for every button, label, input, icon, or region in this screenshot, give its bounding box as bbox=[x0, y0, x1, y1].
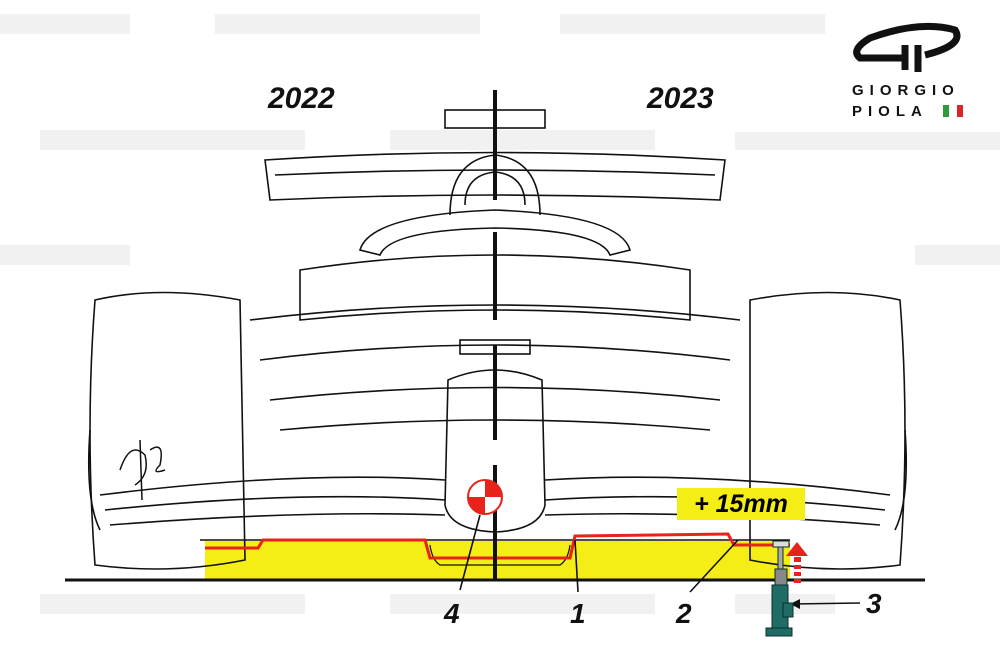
logo-text: GIORGIO PIOLA bbox=[852, 80, 960, 122]
giorgio-piola-logo bbox=[853, 22, 961, 72]
left-wheel bbox=[89, 291, 246, 570]
callout-2: 2 bbox=[676, 598, 692, 629]
jack-icon bbox=[765, 540, 794, 637]
lift-arrow-icon bbox=[786, 542, 808, 583]
callout-leaders bbox=[459, 514, 861, 605]
italian-flag-icon bbox=[943, 105, 963, 117]
floor-highlight bbox=[205, 541, 790, 579]
year-label-2022: 2022 bbox=[268, 82, 335, 115]
watermark bbox=[0, 14, 1000, 614]
callout-4: 4 bbox=[444, 598, 460, 629]
height-change-badge: + 15mm bbox=[677, 488, 805, 520]
floor-2023-outline bbox=[205, 532, 790, 560]
center-of-gravity-icon bbox=[467, 479, 503, 515]
callout-3: 3 bbox=[866, 588, 882, 619]
logo-line-2: PIOLA bbox=[852, 103, 928, 120]
callout-1: 1 bbox=[570, 598, 586, 629]
right-wheel bbox=[749, 291, 906, 570]
logo-line-1: GIORGIO bbox=[852, 82, 960, 99]
year-label-2023: 2023 bbox=[647, 82, 714, 115]
artist-signature bbox=[119, 439, 166, 501]
